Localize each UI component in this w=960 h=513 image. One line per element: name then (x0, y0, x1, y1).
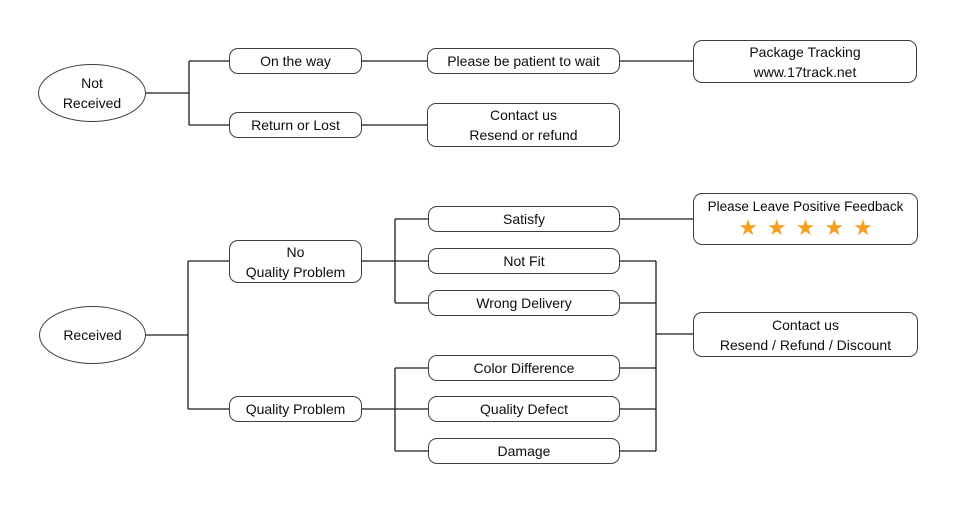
node-damage: Damage (428, 438, 620, 464)
node-received: Received (39, 306, 146, 364)
node-not-received: Not Received (38, 64, 146, 122)
node-wrong-delivery: Wrong Delivery (428, 290, 620, 316)
node-no-quality-problem: No Quality Problem (229, 240, 362, 283)
node-color-difference: Color Difference (428, 355, 620, 381)
node-contact-resend-refund-discount: Contact us Resend / Refund / Discount (693, 312, 918, 357)
node-quality-problem: Quality Problem (229, 396, 362, 422)
node-package-tracking: Package Tracking www.17track.net (693, 40, 917, 83)
node-positive-feedback: Please Leave Positive Feedback ★★★★★ (693, 193, 918, 245)
node-please-be-patient: Please be patient to wait (427, 48, 620, 74)
node-on-the-way: On the way (229, 48, 362, 74)
five-star-rating-icon: ★★★★★ (738, 215, 882, 240)
node-return-or-lost: Return or Lost (229, 112, 362, 138)
node-quality-defect: Quality Defect (428, 396, 620, 422)
positive-feedback-label: Please Leave Positive Feedback (707, 199, 904, 214)
node-contact-resend-refund: Contact us Resend or refund (427, 103, 620, 147)
node-satisfy: Satisfy (428, 206, 620, 232)
node-not-fit: Not Fit (428, 248, 620, 274)
